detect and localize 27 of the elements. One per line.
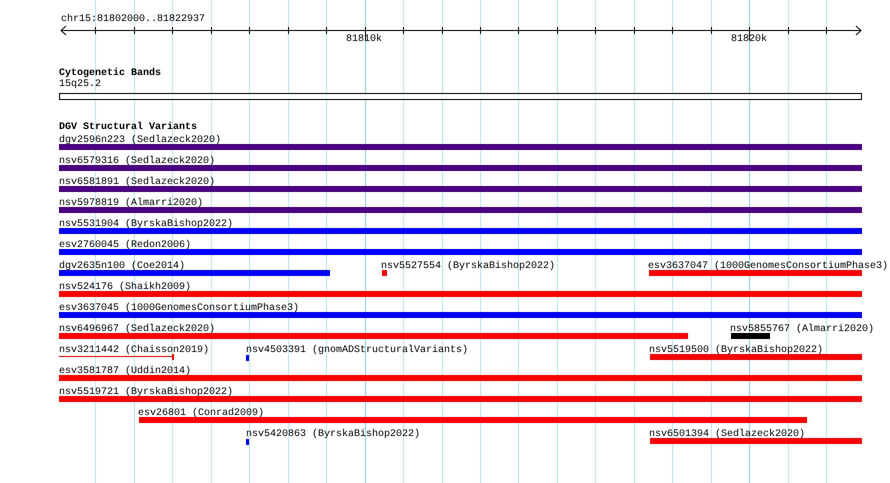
feature-label: nsv3211442 (Chaisson2019) [59,345,210,356]
feature-label: nsv5420863 (ByrskaBishop2022) [246,429,420,440]
feature-label: nsv5978819 (Almarri2020) [59,198,204,209]
feature-label: nsv5527554 (ByrskaBishop2022) [381,261,556,272]
feature-label: nsv5531904 (ByrskaBishop2022) [59,219,234,230]
band-name: 15q25.2 [59,79,102,90]
track-title: Cytogenetic Bands [59,68,162,79]
feature-label: dgv2635n100 (Coe2014) [59,261,186,272]
feature-label: esv3637045 (1000GenomesConsortiumPhase3) [59,303,300,314]
feature-label: dgv2596n223 (Sedlazeck2020) [59,135,222,146]
feature-label: nsv524176 (Shaikh2009) [59,282,192,293]
feature-label: esv3581787 (Uddin2014) [59,366,192,377]
feature-label: nsv6501394 (Sedlazeck2020) [649,429,806,440]
track-title: DGV Structural Variants [59,122,198,133]
feature-label: nsv6581891 (Sedlazeck2020) [59,177,216,188]
feature-label: nsv5519721 (ByrskaBishop2022) [59,387,234,398]
tick-label: 81810k [346,34,382,45]
coordinate-range: chr15:81802000..81822937 [61,14,206,25]
feature-label: esv3637047 (1000GenomesConsortiumPhase3) [648,261,888,272]
feature-label: esv2760045 (Redon2006) [59,240,192,251]
feature-label: nsv5855767 (Almarri2020) [730,324,874,335]
feature-label: nsv4503391 (gnomADStructuralVariants) [246,345,468,356]
feature-label: esv26801 (Conrad2009) [138,408,264,419]
feature-label: nsv5519500 (ByrskaBishop2022) [649,345,824,356]
feature-label: nsv6496967 (Sedlazeck2020) [59,324,216,335]
tick-label: 81820k [731,34,768,45]
feature-label: nsv6579316 (Sedlazeck2020) [59,156,216,167]
